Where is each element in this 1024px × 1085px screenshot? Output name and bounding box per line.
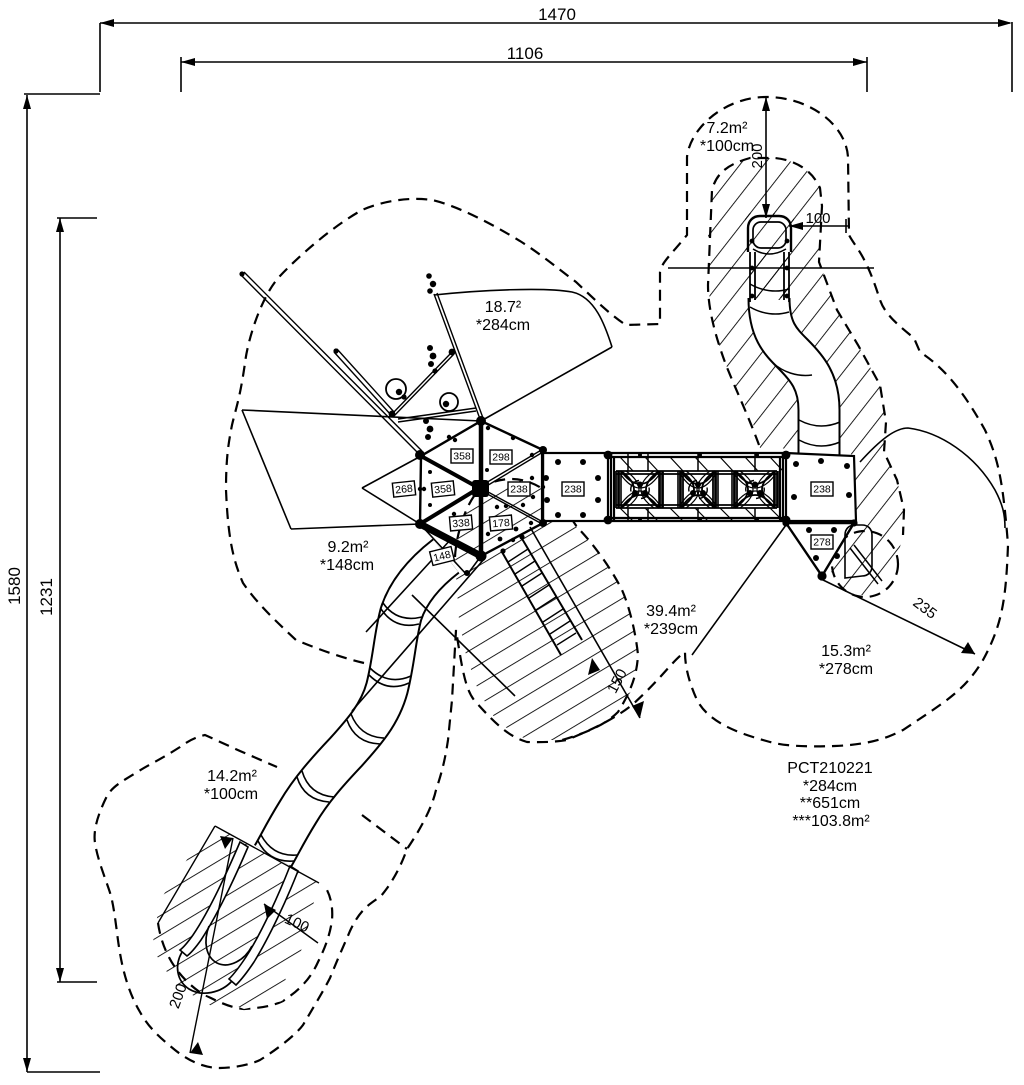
svg-text:178: 178 (492, 517, 511, 530)
svg-text:200: 200 (749, 143, 766, 168)
svg-text:*239cm: *239cm (644, 621, 698, 638)
svg-text:238: 238 (510, 484, 528, 496)
svg-text:1580: 1580 (5, 567, 24, 605)
svg-text:18.7²: 18.7² (485, 299, 522, 316)
svg-text:238: 238 (564, 484, 582, 496)
svg-text:358: 358 (453, 451, 471, 463)
svg-text:14.2m²: 14.2m² (207, 768, 257, 785)
svg-text:39.4m²: 39.4m² (646, 603, 696, 620)
svg-text:1231: 1231 (37, 578, 56, 616)
svg-text:268: 268 (395, 483, 414, 497)
svg-text:***103.8m²: ***103.8m² (792, 813, 870, 830)
svg-text:*284cm: *284cm (476, 317, 530, 334)
svg-text:*100cm: *100cm (700, 138, 754, 155)
svg-text:148: 148 (432, 549, 452, 565)
svg-text:*100cm: *100cm (204, 786, 258, 803)
svg-text:**651cm: **651cm (800, 795, 860, 812)
svg-text:*148cm: *148cm (320, 557, 374, 574)
svg-text:100: 100 (805, 210, 830, 227)
svg-text:1106: 1106 (507, 44, 544, 63)
svg-text:7.2m²: 7.2m² (707, 120, 749, 137)
svg-text:*278cm: *278cm (819, 661, 873, 678)
svg-text:1470: 1470 (538, 5, 576, 24)
svg-text:278: 278 (813, 537, 831, 549)
svg-text:238: 238 (813, 484, 831, 496)
svg-text:358: 358 (434, 483, 453, 497)
svg-text:298: 298 (492, 452, 510, 464)
svg-text:15.3m²: 15.3m² (821, 643, 871, 660)
svg-text:338: 338 (452, 517, 471, 530)
svg-text:*284cm: *284cm (803, 778, 857, 795)
svg-text:PCT210221: PCT210221 (787, 760, 872, 777)
svg-text:9.2m²: 9.2m² (328, 539, 370, 556)
